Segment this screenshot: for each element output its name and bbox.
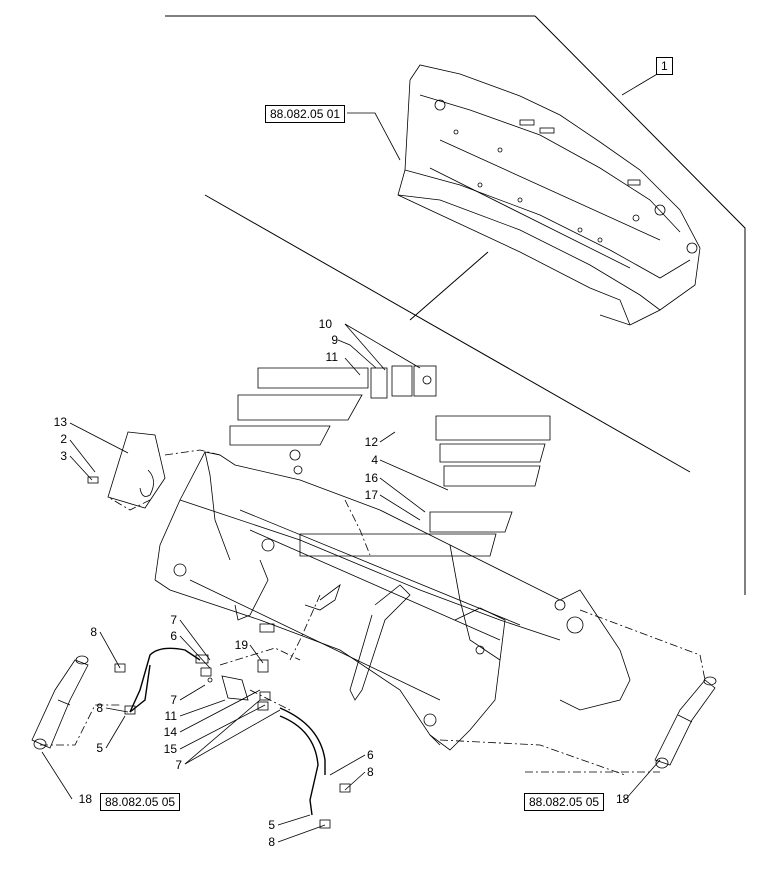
callout-7: 7: [175, 758, 182, 772]
callout-13: 13: [54, 415, 68, 429]
callout-8: 8: [268, 835, 275, 849]
callout-3: 3: [60, 449, 67, 463]
cylinder-right: [654, 676, 717, 769]
plate-stack: [229, 367, 551, 557]
cylinder-left: [31, 655, 89, 750]
bucket-reference-box: 88.082.05 01: [265, 105, 346, 123]
callout-5: 5: [268, 818, 275, 832]
callout-15: 15: [164, 742, 178, 756]
bucket-upper: [397, 64, 701, 326]
frame-lines: [165, 15, 746, 595]
callout-14: 14: [164, 725, 178, 739]
callout-19: 19: [235, 638, 249, 652]
callout-12: 12: [365, 435, 379, 449]
callout-labels: 10 9 11 13 2 3 12 4 16 17 7 6 8 19 7 11 …: [54, 317, 630, 849]
callout-9: 9: [331, 333, 338, 347]
cylinder-right-reference-box: 88.082.05 05: [524, 793, 605, 811]
callout-7: 7: [170, 613, 177, 627]
leader-lines: [41, 69, 665, 843]
callout-2: 2: [60, 432, 67, 446]
callout-8: 8: [96, 701, 103, 715]
callout-17: 17: [365, 488, 379, 502]
callout-8: 8: [90, 625, 97, 639]
assembly-number-box: 1: [656, 57, 673, 75]
callout-16: 16: [365, 471, 379, 485]
callout-6: 6: [170, 629, 177, 643]
callout-5: 5: [96, 741, 103, 755]
hinge-blocks: [370, 365, 437, 399]
callout-7: 7: [170, 693, 177, 707]
hoses: [129, 647, 326, 816]
callout-4: 4: [371, 453, 378, 467]
callout-6: 6: [367, 748, 374, 762]
callout-18: 18: [79, 792, 93, 806]
fittings: [87, 476, 351, 829]
callout-8: 8: [367, 765, 374, 779]
callout-10: 10: [319, 317, 333, 331]
cylinder-left-reference-box: 88.082.05 05: [100, 793, 181, 811]
callout-18: 18: [616, 792, 630, 806]
side-panel-13: [107, 431, 166, 509]
bucket-lower: [154, 449, 631, 751]
callout-11: 11: [326, 350, 339, 364]
callout-11: 11: [165, 709, 178, 723]
